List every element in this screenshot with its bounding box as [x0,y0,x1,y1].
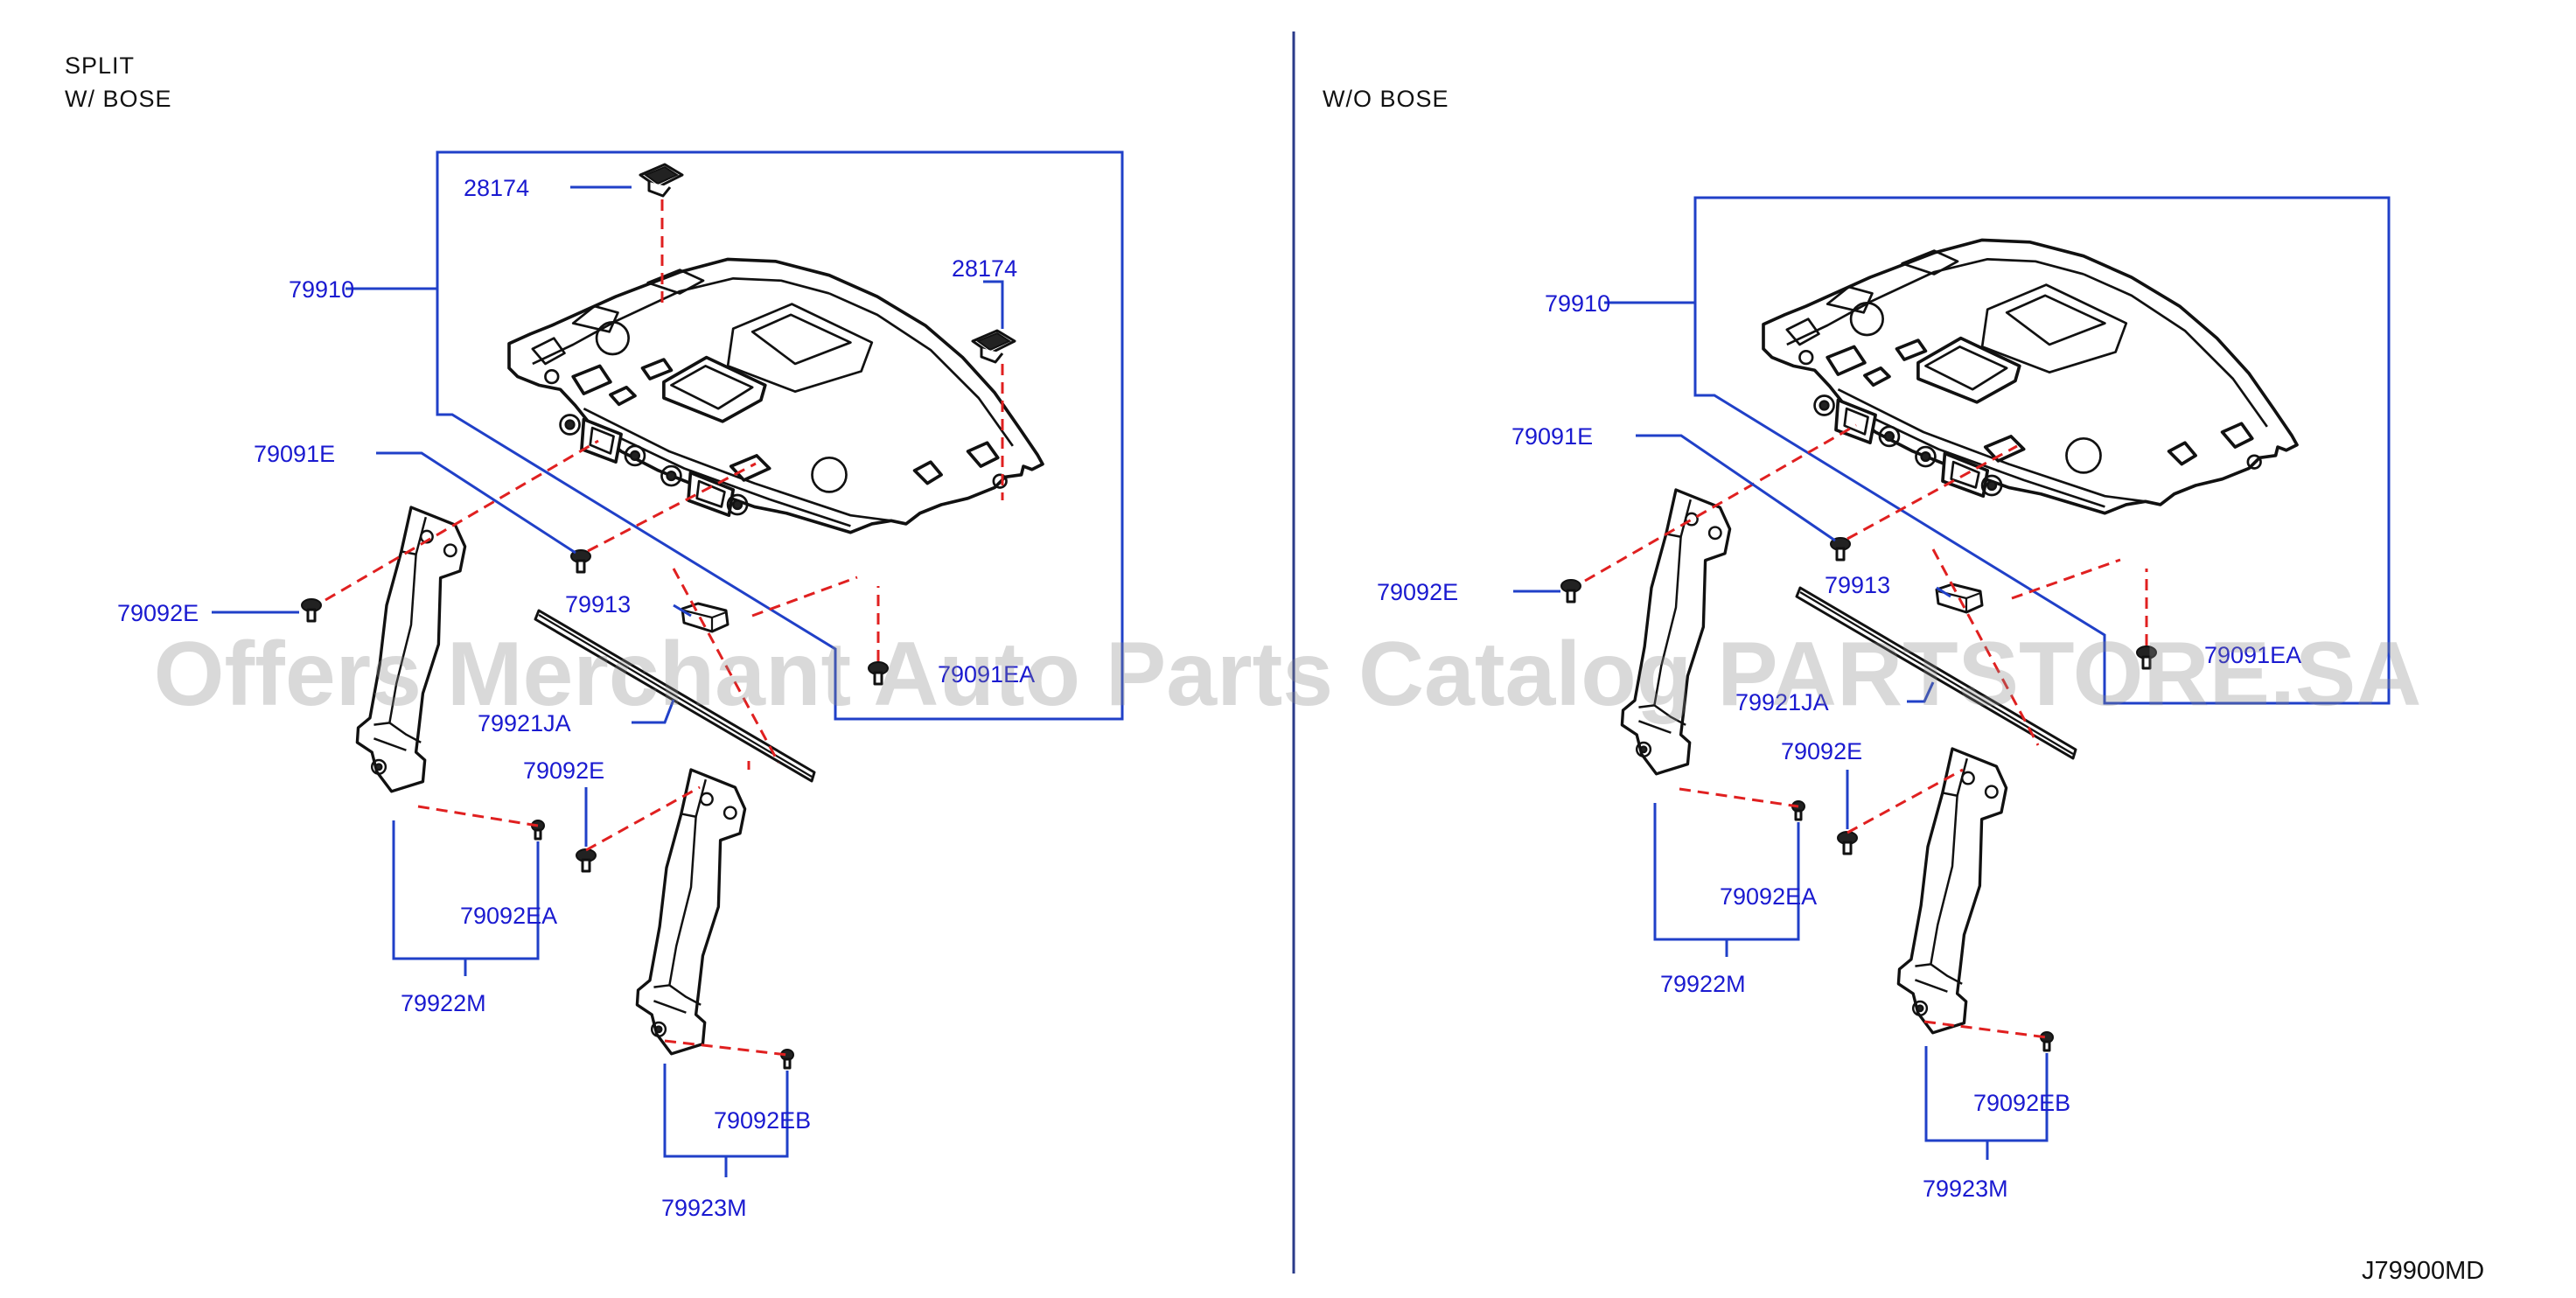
left-leader-lines [212,185,1004,1177]
left-grommet-79092ea [530,819,546,841]
left-speaker-cover-a [639,163,684,198]
left-label-79092eb: 79092EB [714,1107,811,1134]
right-clip-79091e [1829,536,1852,562]
left-header-line2: W/ BOSE [65,86,172,112]
left-part-labels: 28174 28174 79910 79091E 79913 79092E 79… [117,175,1035,1221]
right-label-79092eb: 79092EB [1973,1090,2070,1116]
left-header-line1: SPLIT [65,52,135,79]
right-label-79913: 79913 [1825,572,1890,598]
right-label-79091ea: 79091EA [2204,642,2301,668]
left-label-79910: 79910 [289,276,354,303]
right-part-labels: 79910 79091E 79913 79092E 79091EA 79921J… [1377,290,2301,1202]
right-assembly-frame [1693,196,2391,705]
left-label-28174-a: 28174 [464,175,529,201]
right-clip-79092e-b [1836,830,1859,855]
right-parcel-shelf [1762,238,2299,515]
left-speaker-cover-b [971,329,1016,364]
right-leader-lines [1513,301,2049,1160]
left-label-79092e-b: 79092E [523,757,604,784]
left-clip-79091e [569,548,592,574]
right-label-79092ea: 79092EA [1720,883,1817,910]
right-label-79923m: 79923M [1923,1176,2008,1202]
right-label-79921ja: 79921JA [1735,689,1829,715]
right-header: W/O BOSE [1323,86,1449,112]
left-clip-79092e-b [575,848,597,873]
diagram-code: J79900MD [2362,1257,2484,1285]
right-clip-79092e-a [1560,578,1582,604]
left-label-28174-b: 28174 [952,255,1017,282]
left-label-79092ea: 79092EA [460,903,557,929]
right-label-79910: 79910 [1545,290,1610,317]
left-label-79923m: 79923M [661,1195,747,1221]
left-label-79091e: 79091E [254,441,335,467]
right-pillar-trim-79923m [1896,747,2008,1035]
left-label-79913: 79913 [565,591,631,618]
left-label-79921ja: 79921JA [478,710,571,736]
left-fastening-lines [325,199,1004,1057]
right-grommet-79092ea [1791,799,1806,821]
left-label-79092e-a: 79092E [117,600,199,626]
left-label-79922m: 79922M [401,990,486,1016]
watermark-text: Offers Merchant Auto Parts Catalog PARTS… [154,624,2422,725]
right-fastening-lines [1584,423,2148,1039]
right-grommet-79092eb [2039,1030,2055,1052]
left-clip-79092e-a [300,597,323,623]
right-label-79092e-a: 79092E [1377,579,1458,605]
right-panel: W/O BOSE [1323,86,2391,1202]
left-assembly-frame [436,150,1124,721]
left-parcel-shelf [507,257,1044,534]
left-grommet-79092eb [779,1048,795,1070]
right-label-79922m: 79922M [1660,971,1746,997]
right-label-79092e-b: 79092E [1781,738,1862,764]
right-label-79091e: 79091E [1511,423,1593,450]
left-panel: SPLIT W/ BOSE [65,52,1124,1221]
left-label-79091ea: 79091EA [938,661,1035,687]
